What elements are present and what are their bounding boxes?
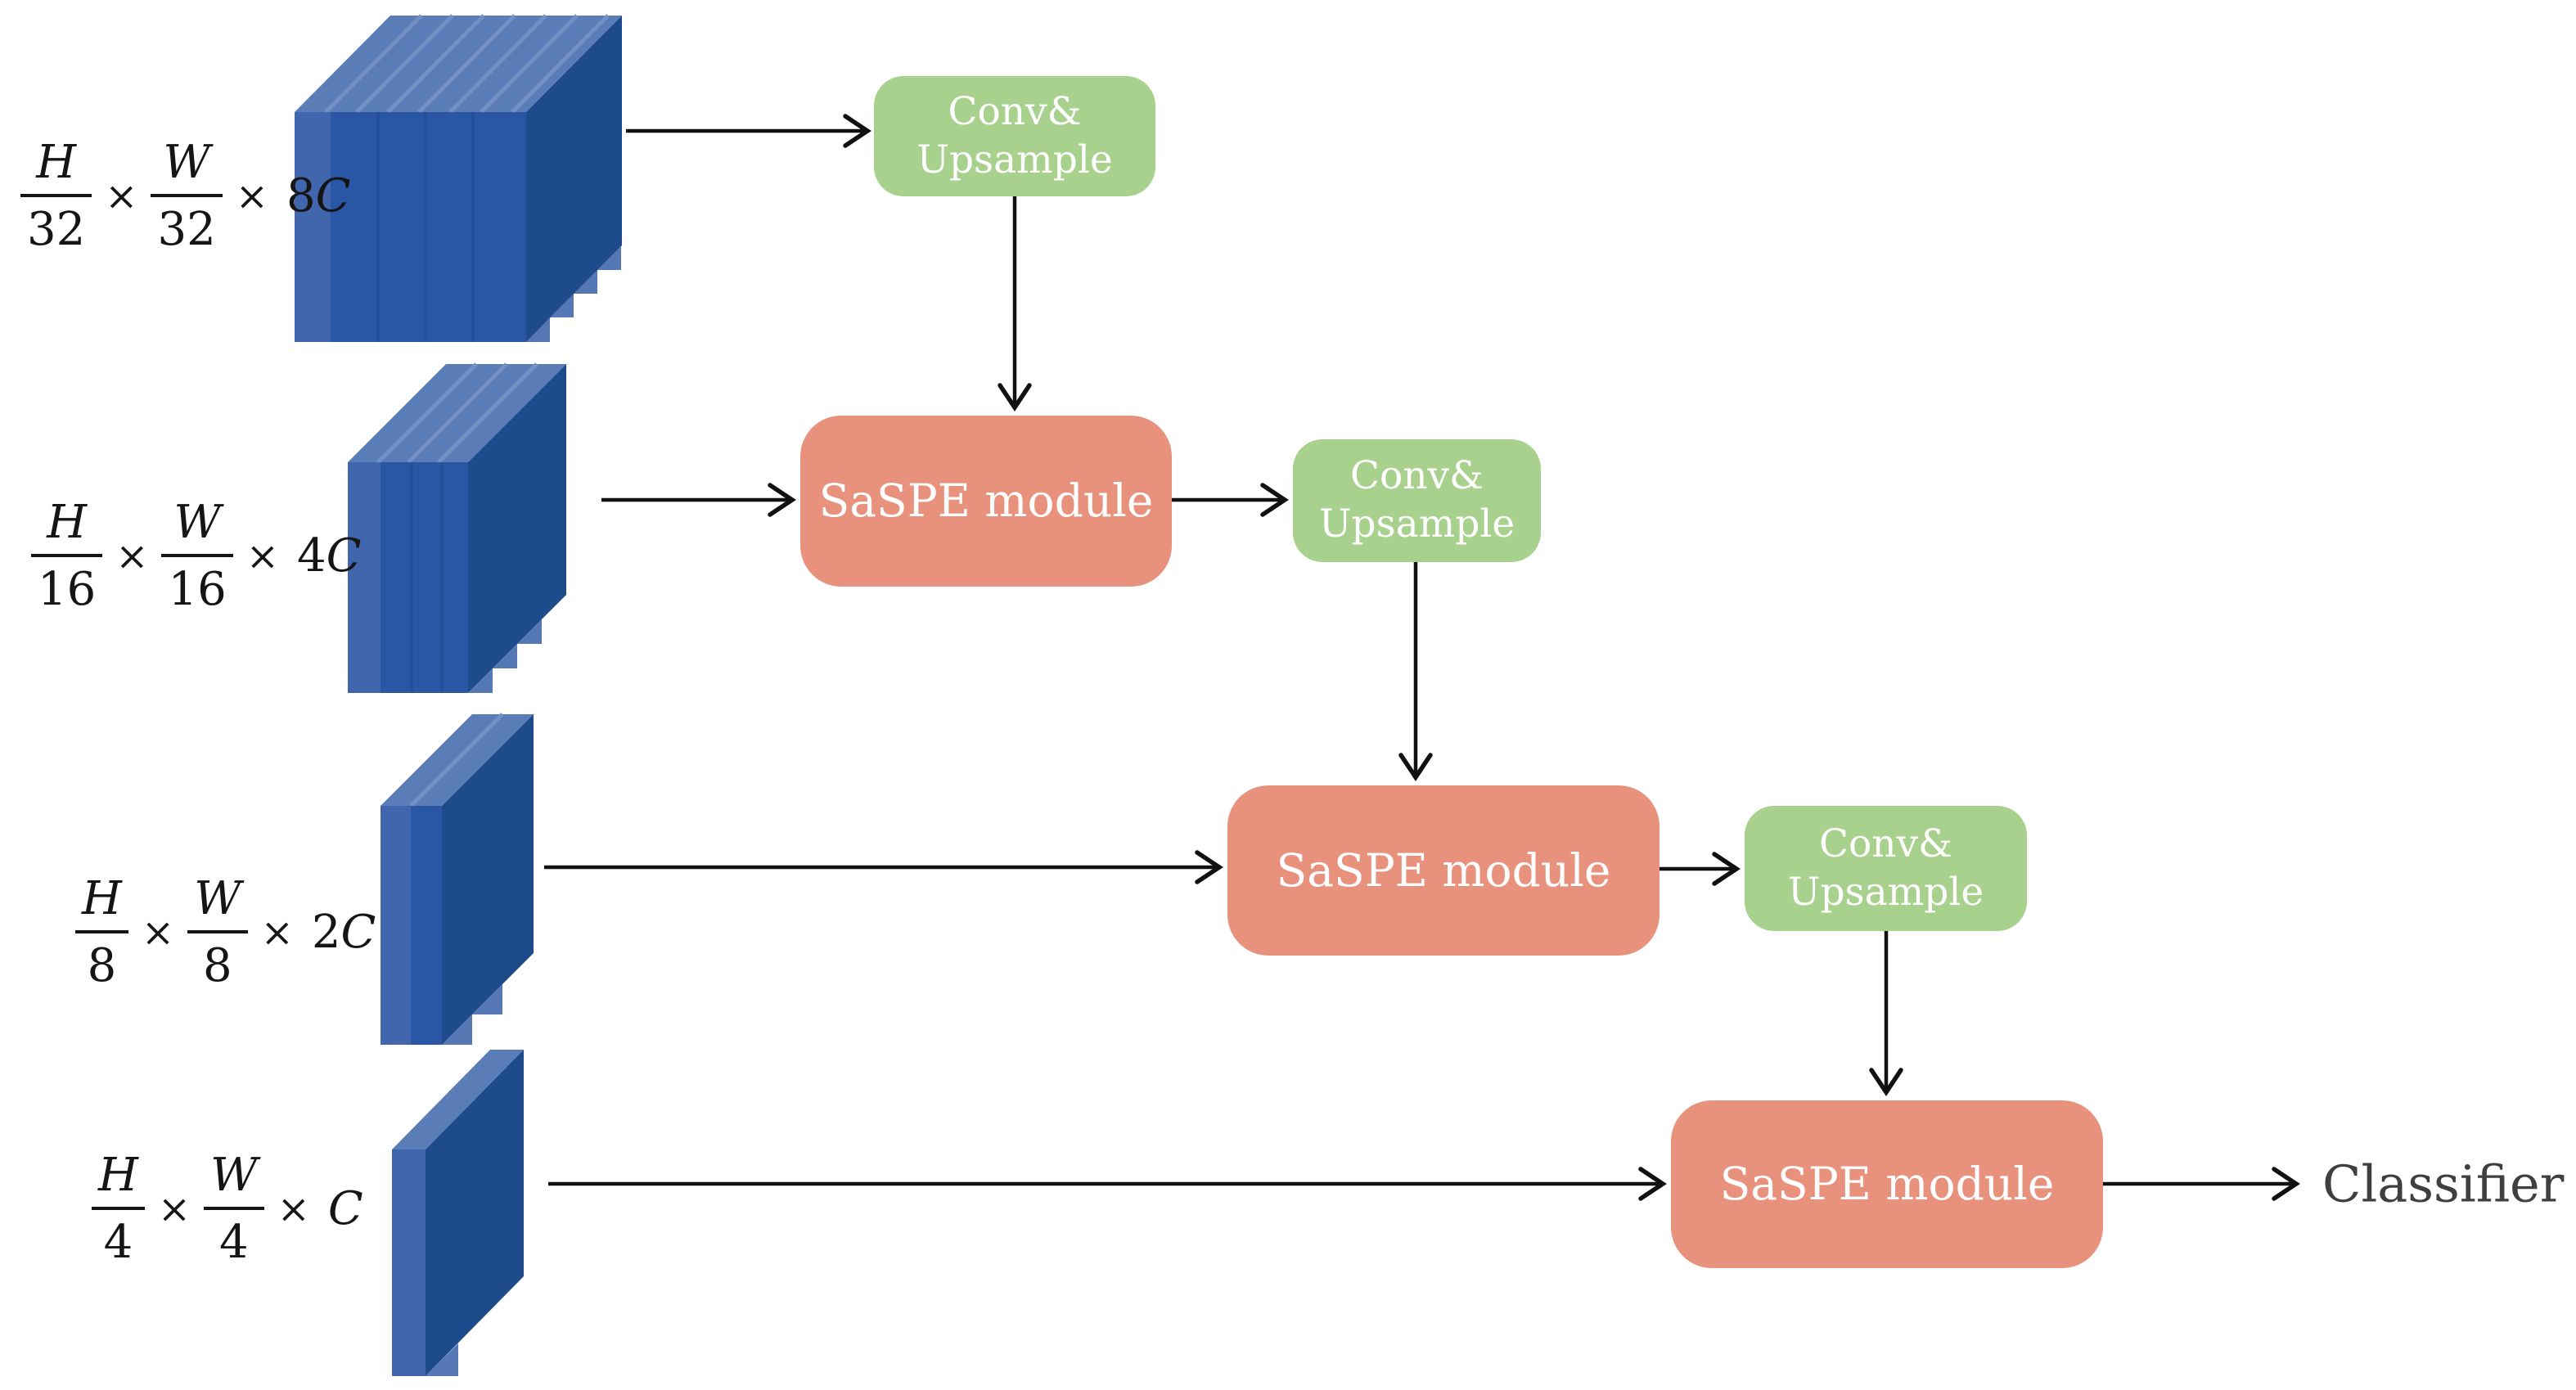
times-sign: × — [245, 533, 279, 579]
conv-upsample-box-3: Conv& Upsample — [1745, 806, 2027, 931]
times-sign: × — [157, 1186, 191, 1232]
fraction-h-4: H 4 — [92, 1153, 145, 1266]
times-sign: × — [277, 1186, 310, 1232]
fraction-w-16: W 16 — [161, 500, 233, 613]
feature-map-block-2 — [348, 362, 566, 693]
dim-label-2: H 16 × W 16 × 4C — [31, 500, 361, 613]
times-sign: × — [141, 910, 175, 956]
fraction-h-8: H 8 — [75, 876, 128, 989]
conv-upsample-label-line2: Upsample — [1318, 502, 1515, 547]
fraction-w-4: W 4 — [204, 1153, 264, 1266]
times-sign: × — [235, 173, 268, 219]
channel-count: 4C — [296, 529, 362, 583]
fraction-w-32: W 32 — [151, 140, 223, 253]
flow-arrows — [544, 114, 2300, 1201]
feature-map-block-3 — [381, 713, 534, 1045]
conv-upsample-label-line2: Upsample — [916, 137, 1113, 182]
saspe-module-box-2: SaSPE module — [1227, 785, 1660, 956]
conv-upsample-label-line1: Conv& — [1350, 453, 1484, 499]
saspe-module-label: SaSPE module — [1719, 1158, 2055, 1211]
channel-count: C — [327, 1182, 363, 1235]
saspe-module-box-1: SaSPE module — [800, 416, 1172, 587]
conv-upsample-box-2: Conv& Upsample — [1293, 439, 1541, 562]
saspe-module-label: SaSPE module — [1276, 843, 1611, 897]
fraction-h-32: H 32 — [20, 140, 92, 253]
conv-upsample-label-line2: Upsample — [1787, 869, 1984, 915]
channel-count: 2C — [311, 906, 376, 959]
conv-upsample-label-line1: Conv& — [1819, 821, 1952, 866]
classifier-label: Classifier — [2322, 1154, 2565, 1214]
saspe-module-label: SaSPE module — [818, 475, 1154, 528]
fraction-h-16: H 16 — [31, 500, 103, 613]
fraction-w-8: W 8 — [187, 876, 248, 989]
saspe-module-box-3: SaSPE module — [1671, 1100, 2103, 1268]
times-sign: × — [105, 173, 138, 219]
conv-upsample-label-line1: Conv& — [948, 88, 1082, 134]
dim-label-1: H 32 × W 32 × 8C — [20, 140, 350, 253]
times-sign: × — [260, 910, 294, 956]
dim-label-3: H 8 × W 8 × 2C — [75, 876, 376, 989]
times-sign: × — [115, 533, 149, 579]
feature-map-block-4 — [392, 1050, 524, 1376]
dim-label-4: H 4 × W 4 × C — [92, 1153, 363, 1266]
feature-map-block-1 — [295, 14, 622, 342]
conv-upsample-box-1: Conv& Upsample — [874, 76, 1155, 196]
channel-count: 8C — [286, 169, 351, 223]
